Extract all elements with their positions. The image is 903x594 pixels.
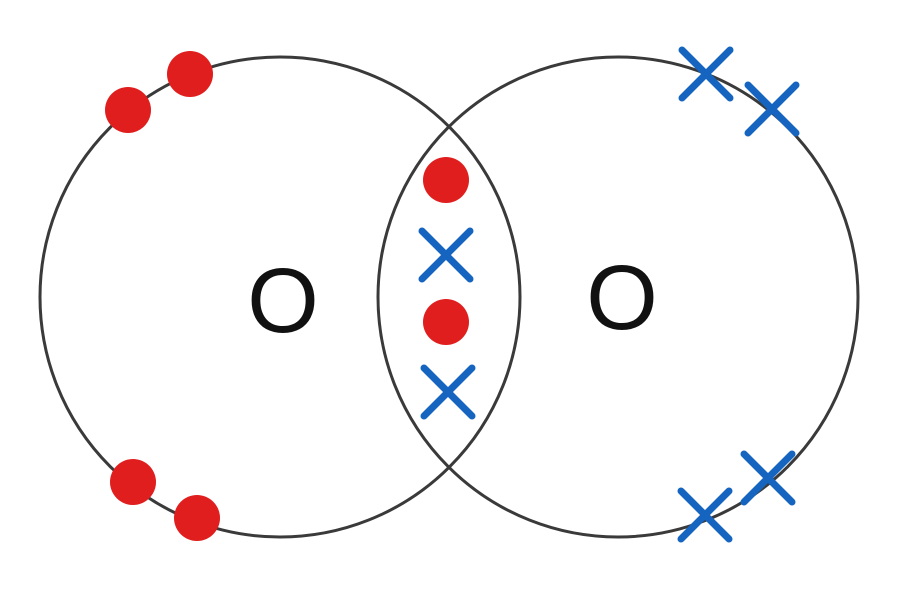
dot-electron — [174, 495, 220, 541]
right-atom-symbol: O — [586, 247, 658, 349]
dot-electron — [167, 51, 213, 97]
cross-electron — [740, 450, 796, 506]
right-atom-lone-pair-bottom — [677, 450, 796, 543]
cross-electron — [678, 46, 734, 102]
shared-electron-pairs — [418, 157, 476, 420]
dot-electron — [423, 299, 469, 345]
cross-electron — [420, 364, 476, 420]
dot-electron — [105, 87, 151, 133]
dot-electron — [110, 459, 156, 505]
cross-electron — [418, 227, 474, 283]
left-atom-lone-pair-bottom — [110, 459, 220, 541]
dot-electron — [423, 157, 469, 203]
right-atom-lone-pair-top — [678, 46, 800, 137]
cross-electron — [677, 487, 733, 543]
left-atom-lone-pair-top — [105, 51, 213, 133]
right-atom-shell — [376, 55, 860, 539]
left-atom-shell — [38, 55, 522, 539]
cross-electron — [744, 81, 800, 137]
left-atom-symbol: O — [247, 250, 319, 352]
